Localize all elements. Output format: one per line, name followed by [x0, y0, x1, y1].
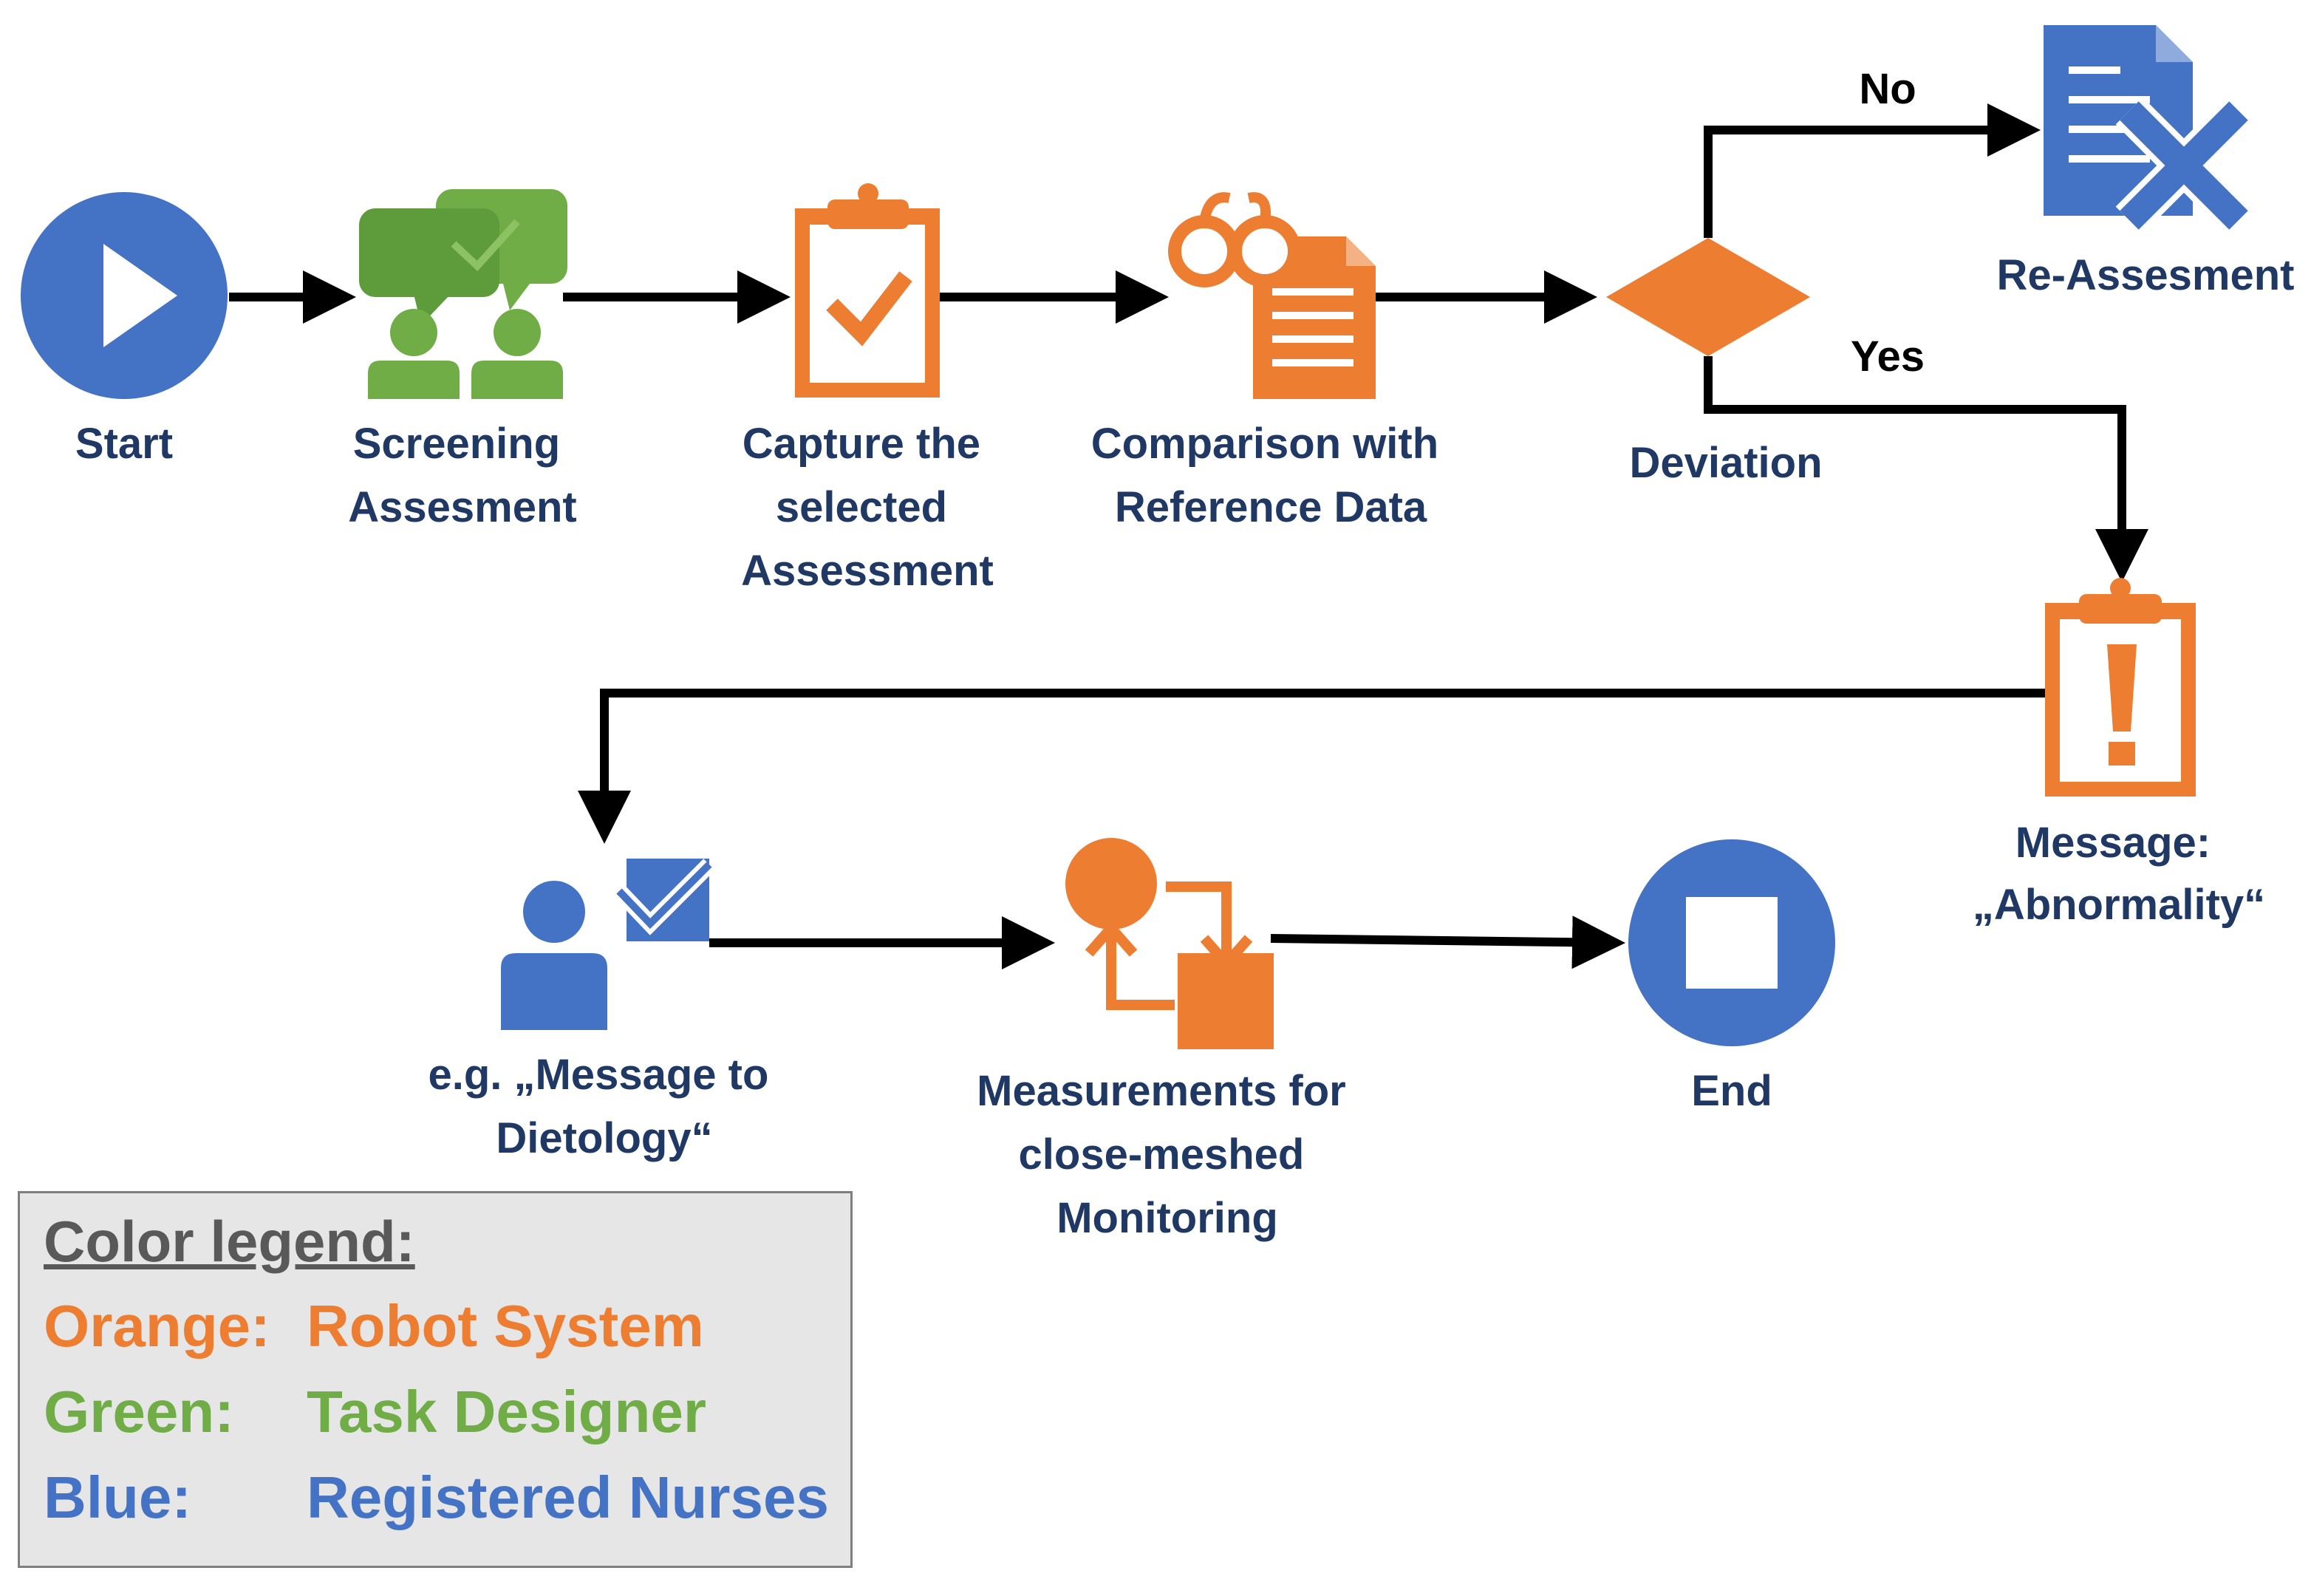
- legend-value: Registered Nurses: [307, 1464, 829, 1530]
- connectors: [229, 103, 2148, 969]
- node-capture-label: Capture the selected Assessment: [741, 420, 994, 595]
- legend-key: Blue:: [44, 1464, 191, 1530]
- node-end: End: [1628, 839, 1835, 1115]
- label-line: Assessment: [741, 547, 994, 595]
- node-screening: Screening Assesment: [348, 189, 577, 531]
- node-dietology-label: e.g. „Message to Dietology“: [428, 1051, 780, 1162]
- color-legend: Color legend: Orange: Robot System Green:…: [18, 1191, 853, 1568]
- legend-value: Robot System: [307, 1293, 704, 1359]
- node-dietology: e.g. „Message to Dietology“: [428, 859, 780, 1162]
- label-line: Comparison with: [1091, 420, 1438, 468]
- glasses-document-icon: [1168, 192, 1376, 399]
- node-deviation-label: Deviation: [1629, 439, 1822, 487]
- edge-message-dietology: [578, 689, 2048, 844]
- label-line: Measurements for: [977, 1067, 1346, 1115]
- play-icon: [21, 192, 228, 399]
- node-start: Start: [21, 192, 228, 468]
- legend-key: Orange:: [44, 1293, 270, 1359]
- clipboard-check-icon: [795, 183, 940, 398]
- decision-diamond: [1606, 238, 1810, 356]
- label-line: Capture the: [743, 420, 980, 468]
- legend-row-orange: Orange: Robot System: [44, 1292, 704, 1360]
- node-message: Message: „Abnormality“: [1973, 578, 2265, 929]
- branch-label-no: No: [1859, 65, 1916, 113]
- legend-title: Color legend:: [44, 1209, 415, 1274]
- document-x-icon: [2044, 25, 2253, 234]
- label-line: Re-Assesment: [1997, 251, 2295, 299]
- node-measurements: Measurements for close-meshed Monitoring: [977, 838, 1358, 1242]
- label-line: „Abnormality“: [1973, 881, 2265, 929]
- node-comparison: Comparison with Reference Data: [1091, 192, 1451, 531]
- node-reassessment-label: Re-Assesment: [1997, 251, 2295, 299]
- label-line: Deviation: [1629, 439, 1822, 487]
- label-line: close-meshed: [1019, 1130, 1305, 1179]
- legend-row-green: Green: Task Designer: [44, 1378, 706, 1446]
- node-message-label: Message: „Abnormality“: [1973, 819, 2265, 929]
- clipboard-alert-icon: [2045, 578, 2196, 797]
- node-reassessment: Re-Assesment: [1997, 25, 2295, 299]
- edge-measurements-end: [1270, 915, 1625, 969]
- stop-icon: [1628, 839, 1835, 1046]
- node-start-label: Start: [75, 420, 173, 468]
- edge-deviation-message: [1704, 356, 2148, 582]
- node-screening-label: Screening Assesment: [348, 420, 576, 531]
- node-deviation: Deviation: [1606, 238, 1823, 487]
- label-line: Screening: [353, 420, 560, 468]
- label-line: e.g. „Message to: [428, 1051, 768, 1099]
- branch-label-yes: Yes: [1851, 332, 1925, 381]
- label-line: Monitoring: [1056, 1194, 1278, 1242]
- legend-row-blue: Blue: Registered Nurses: [44, 1464, 829, 1532]
- label-line: End: [1691, 1067, 1772, 1115]
- label-line: Reference Data: [1115, 483, 1427, 531]
- node-end-label: End: [1691, 1067, 1772, 1115]
- legend-value: Task Designer: [307, 1379, 706, 1445]
- node-capture: Capture the selected Assessment: [741, 183, 994, 595]
- node-comparison-label: Comparison with Reference Data: [1091, 420, 1451, 531]
- label-line: Assesment: [348, 483, 576, 531]
- cycle-process-icon: [1065, 838, 1274, 1049]
- label-line: Message:: [2015, 819, 2211, 867]
- label-line: Dietology“: [496, 1114, 712, 1162]
- edge-deviation-reassessment: [1704, 103, 2041, 238]
- person-check-icon: [501, 859, 715, 1030]
- legend-key: Green:: [44, 1379, 234, 1445]
- node-measurements-label: Measurements for close-meshed Monitoring: [977, 1067, 1358, 1242]
- label-line: Start: [75, 420, 173, 468]
- chat-people-icon: [359, 189, 567, 399]
- label-line: selected: [776, 483, 947, 531]
